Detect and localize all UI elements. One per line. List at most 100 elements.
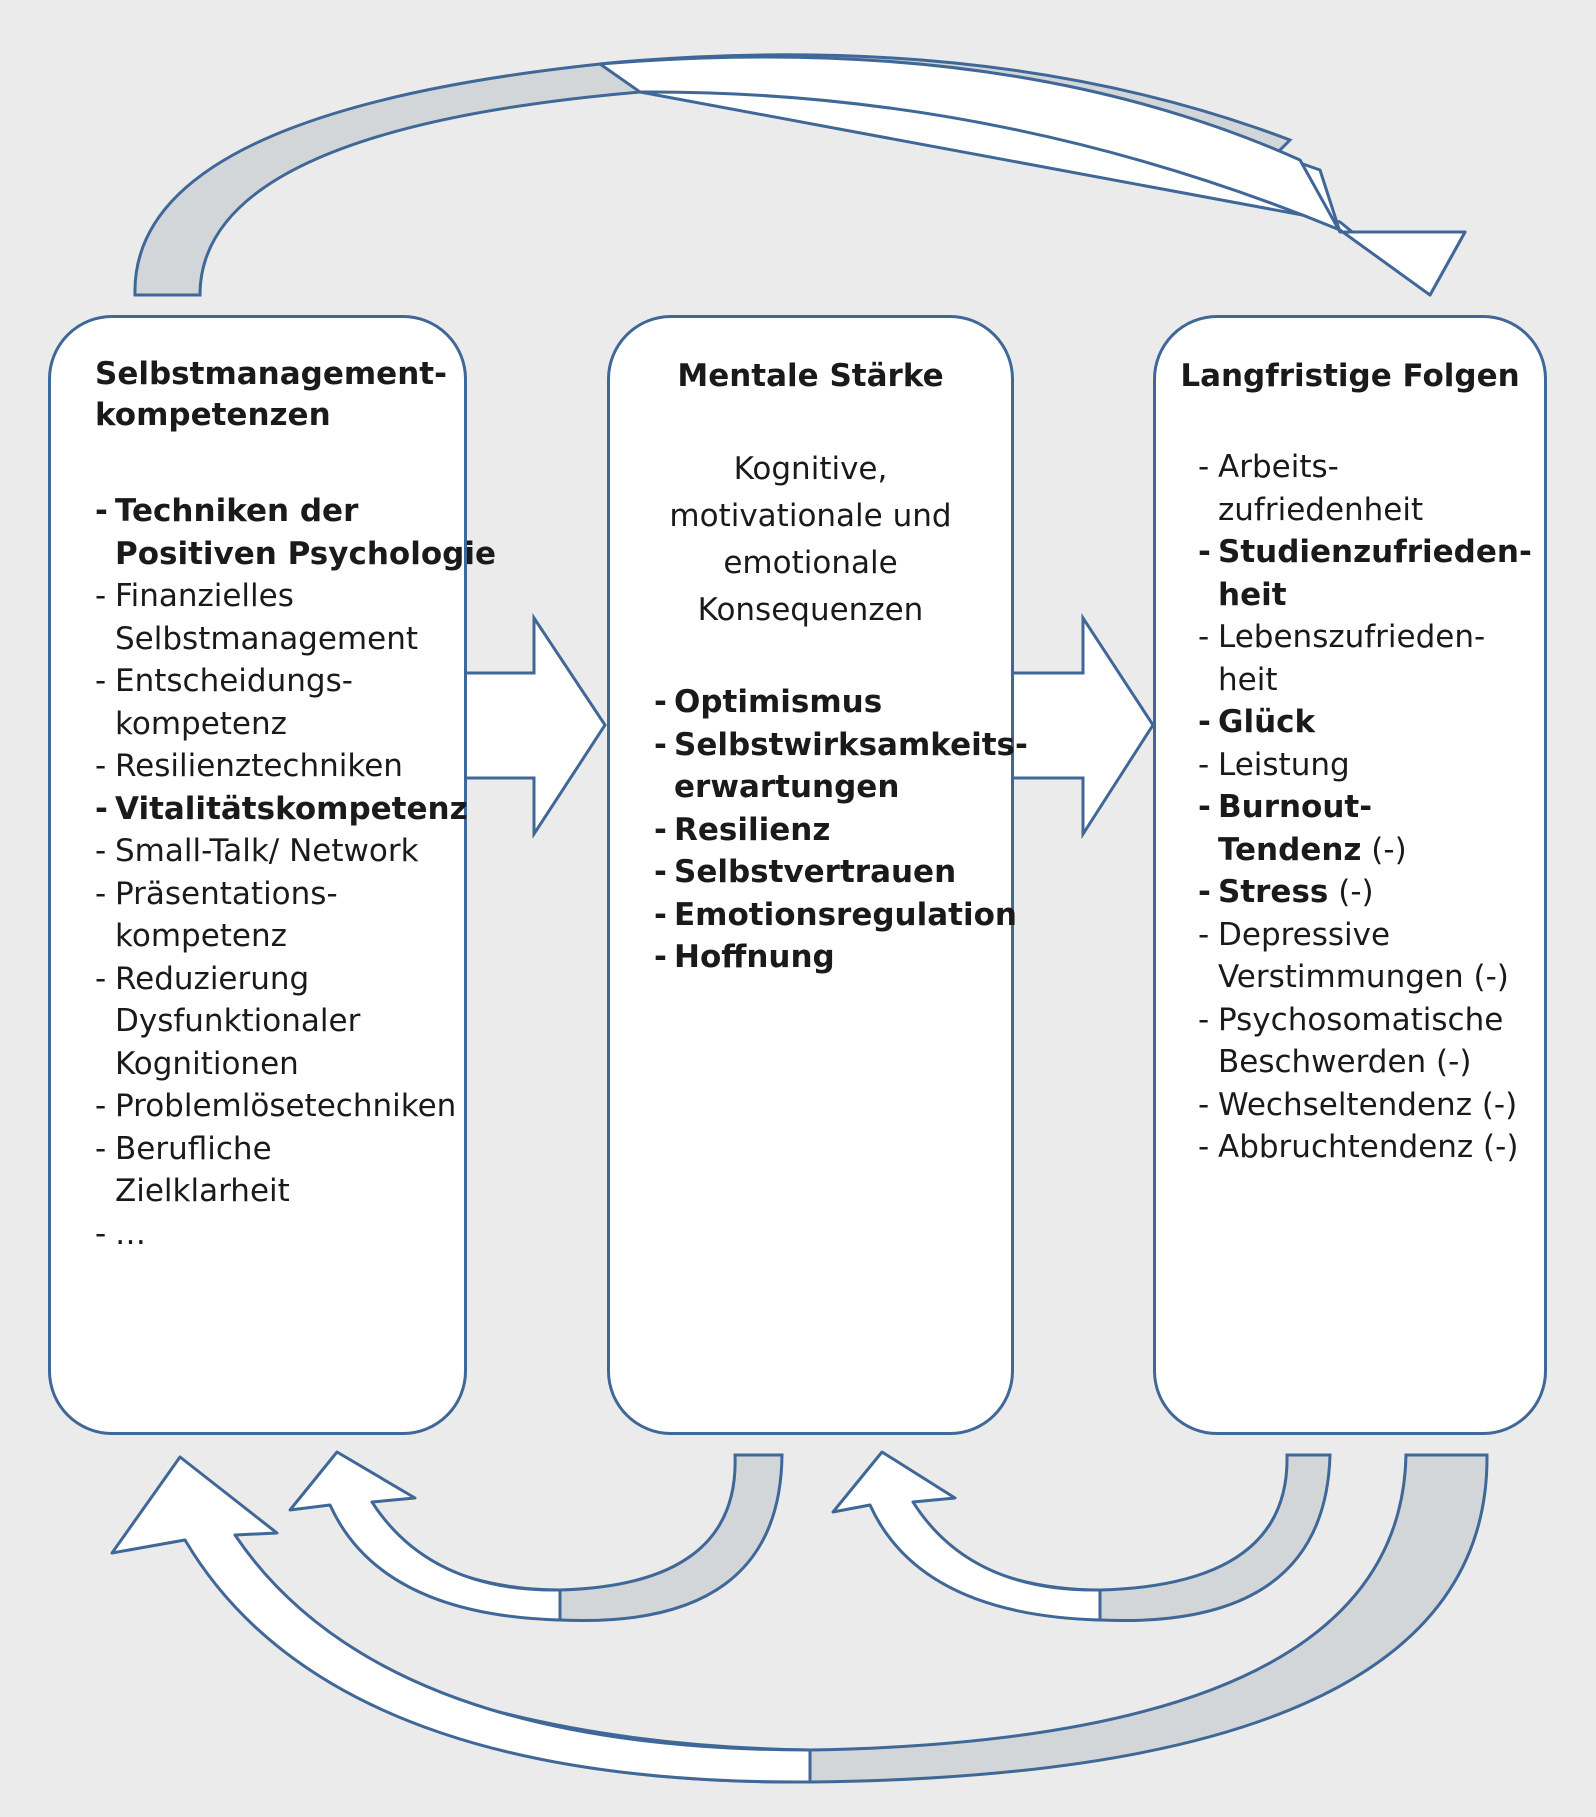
- list-item: -Wechseltendenz (-): [1198, 1084, 1532, 1127]
- bullet-dash: -: [95, 663, 107, 699]
- list-item: -Abbruchtendenz (-): [1198, 1126, 1532, 1169]
- top-curved-arrow-body: [598, 55, 1467, 297]
- list-item-text: Präsentations-: [115, 875, 338, 912]
- box-mentale-staerke: Mentale Stärke Kognitive, motivationale u…: [607, 315, 1028, 1435]
- list-item: -Optimismus: [654, 681, 1028, 724]
- bullet-dash: -: [1198, 916, 1210, 953]
- bullet-dash: -: [654, 854, 667, 890]
- arrow-left-to-middle: [466, 613, 607, 840]
- list-item: -Stress (-): [1198, 871, 1532, 914]
- list-item-text: Arbeits-: [1218, 449, 1339, 485]
- box-left-title-line2: kompetenzen: [95, 397, 331, 433]
- list-item-text: Psychosomatische: [1218, 1001, 1504, 1038]
- list-item-text: Glück: [1218, 704, 1316, 740]
- bullet-dash: -: [1198, 746, 1210, 783]
- subtitle-line: emotionale: [723, 545, 898, 581]
- list-item-text: erwartungen: [674, 769, 900, 805]
- box-langfristige-folgen: Langfristige Folgen -Arbeits-zufriedenhe…: [1153, 315, 1547, 1435]
- bullet-dash: -: [95, 493, 108, 529]
- list-item: -Entscheidungs-kompetenz: [95, 660, 496, 745]
- list-item: -Lebenszufrieden-heit: [1198, 616, 1532, 701]
- bullet-dash: -: [654, 684, 667, 720]
- list-item-text: Small-Talk/ Network: [115, 833, 419, 869]
- bullet-dash: -: [95, 578, 107, 614]
- list-item-text: Leistung: [1218, 746, 1350, 783]
- bullet-dash: -: [95, 748, 107, 784]
- list-item-text: Selbstwirksamkeits-: [674, 726, 1028, 763]
- bullet-dash: -: [95, 1215, 107, 1252]
- box-right-list: -Arbeits-zufriedenheit-Studienzufrieden-…: [1198, 446, 1532, 1169]
- list-item-text: Resilienztechniken: [115, 748, 403, 784]
- box-selbstmanagement: Selbstmanagement- kompetenzen -Techniken…: [48, 315, 496, 1435]
- bullet-dash: -: [1198, 704, 1211, 740]
- list-item: -Arbeits-zufriedenheit: [1198, 446, 1532, 531]
- list-item-text: Burnout-: [1218, 789, 1373, 825]
- bullet-dash: -: [1198, 1001, 1210, 1038]
- bullet-dash: -: [1198, 534, 1211, 570]
- bullet-dash: -: [95, 875, 107, 912]
- list-item: -Resilienz: [654, 809, 1028, 852]
- subtitle-line: Konsequenzen: [697, 592, 924, 628]
- box-middle-list: -Optimismus-Selbstwirksamkeits-erwartung…: [654, 681, 1028, 979]
- list-item-text: kompetenz: [115, 705, 287, 742]
- list-item-text: Wechseltendenz (-): [1218, 1086, 1518, 1123]
- list-item-text: Problemlösetechniken: [115, 1088, 457, 1124]
- list-item-suffix: (-): [1361, 831, 1407, 868]
- list-item: -Resilienztechniken: [95, 745, 496, 788]
- list-item: -Glück: [1198, 701, 1532, 744]
- list-item: -Hoffnung: [654, 936, 1028, 979]
- list-item-text: Hoffnung: [674, 939, 835, 975]
- bullet-dash: -: [1198, 449, 1210, 485]
- list-item: -Burnout-Tendenz (-): [1198, 786, 1532, 871]
- bullet-dash: -: [1198, 1086, 1210, 1123]
- list-item-text: Positiven Psychologie: [115, 535, 496, 572]
- list-item: -Selbstwirksamkeits-erwartungen: [654, 724, 1028, 809]
- list-item-text: Dysfunktionaler: [115, 1003, 361, 1039]
- box-middle-title: Mentale Stärke: [677, 358, 944, 394]
- list-item-text: Abbruchtendenz (-): [1218, 1129, 1519, 1165]
- feedback-right-to-left: [110, 1455, 812, 1784]
- list-item-text: Stress: [1218, 874, 1329, 910]
- list-item-text: Vitalitätskompetenz: [115, 790, 468, 827]
- subtitle-line: Kognitive,: [733, 451, 888, 487]
- list-item-text: Depressive: [1218, 916, 1391, 953]
- bullet-dash: -: [1198, 619, 1210, 655]
- subtitle-line: motivationale und: [669, 498, 952, 534]
- box-left-title: Selbstmanagement- kompetenzen: [95, 354, 447, 436]
- list-item-text: Lebenszufrieden-: [1218, 619, 1486, 655]
- feedback-right-to-middle: [831, 1450, 1102, 1622]
- bullet-dash: -: [1198, 1129, 1210, 1165]
- list-item: -Selbstvertrauen: [654, 851, 1028, 894]
- list-item-text: Emotionsregulation: [674, 896, 1017, 933]
- list-item-text: kompetenz: [115, 918, 287, 954]
- bullet-dash: -: [654, 811, 667, 848]
- box-right-title: Langfristige Folgen: [1180, 358, 1520, 394]
- list-item-text: Zielklarheit: [115, 1173, 290, 1209]
- list-item: -Vitalitätskompetenz: [95, 788, 496, 831]
- bullet-dash: -: [95, 1088, 107, 1124]
- list-item: -…: [95, 1213, 496, 1256]
- list-item-text: Selbstmanagement: [115, 620, 419, 657]
- list-item-text: Reduzierung: [115, 960, 310, 997]
- bullet-dash: -: [95, 1130, 107, 1167]
- bullet-dash: -: [95, 833, 107, 869]
- list-item: -Leistung: [1198, 744, 1532, 787]
- list-item-text: zufriedenheit: [1218, 491, 1424, 528]
- list-item-text: heit: [1218, 661, 1278, 698]
- list-item-text: heit: [1218, 576, 1287, 613]
- bullet-dash: -: [95, 960, 107, 997]
- arrow-middle-to-right: [1013, 612, 1155, 840]
- list-item-text: …: [115, 1215, 146, 1252]
- list-item-text: Tendenz: [1218, 831, 1362, 868]
- list-item-text: Verstimmungen (-): [1218, 959, 1509, 995]
- list-item-text: Techniken der: [115, 493, 359, 529]
- bullet-dash: -: [654, 726, 667, 763]
- list-item-text: Kognitionen: [115, 1045, 299, 1082]
- list-item-text: Studienzufrieden-: [1218, 534, 1532, 570]
